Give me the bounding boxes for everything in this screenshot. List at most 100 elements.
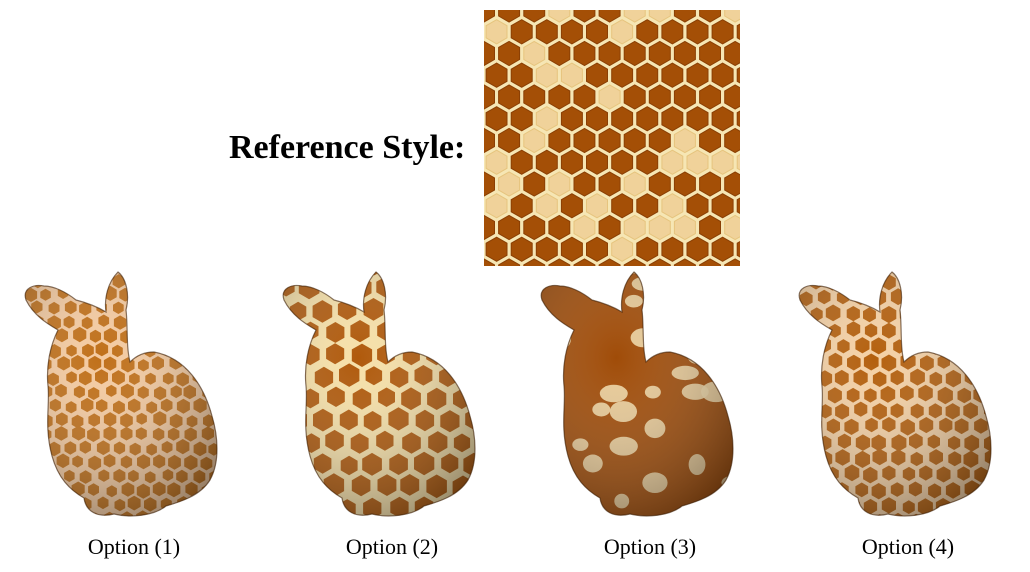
- dark-hex-cell: [485, 236, 508, 262]
- option-1-image[interactable]: [14, 266, 230, 528]
- light-hex-cell: [535, 62, 558, 88]
- light-hex-cell: [485, 19, 508, 45]
- light-hex-cell: [648, 214, 671, 241]
- option-3-image[interactable]: [530, 266, 746, 528]
- dark-hex-cell: [686, 193, 709, 219]
- light-hex-cell: [661, 149, 684, 175]
- dark-hex-cell: [636, 149, 659, 175]
- light-hex-cell: [711, 149, 734, 175]
- dark-hex-cell: [648, 171, 671, 197]
- dark-hex-cell: [586, 106, 608, 132]
- dark-hex-cell: [498, 258, 521, 266]
- bunny-option-1-icon: [24, 271, 218, 517]
- dark-hex-cell: [485, 106, 508, 132]
- dark-hex-cell: [711, 193, 734, 219]
- dark-hex-cell: [485, 62, 508, 88]
- light-hex-cell: [724, 10, 740, 23]
- dark-hex-cell: [598, 127, 621, 154]
- option-4-image[interactable]: [788, 266, 1004, 528]
- dark-hex-cell: [623, 127, 646, 154]
- dark-hex-cell: [573, 10, 596, 23]
- dark-hex-cell: [673, 171, 696, 197]
- dark-hex-cell: [724, 84, 740, 110]
- dark-hex-cell: [673, 258, 696, 266]
- light-hex-cell: [648, 10, 671, 23]
- dark-hex-cell: [699, 40, 721, 67]
- dark-hex-cell: [560, 19, 583, 45]
- dark-hex-cell: [661, 106, 684, 132]
- dark-hex-cell: [711, 19, 734, 45]
- dark-hex-cell: [548, 258, 571, 266]
- option-3-label: Option (3): [603, 534, 697, 559]
- dark-hex-cell: [736, 66, 740, 84]
- dark-hex-cell: [724, 258, 740, 266]
- dark-hex-cell: [560, 149, 583, 175]
- bunny-option-3-icon: [540, 271, 734, 517]
- dark-hex-cell: [484, 40, 495, 67]
- dark-hex-cell: [535, 236, 558, 262]
- dark-hex-cell: [598, 40, 621, 67]
- dark-hex-cell: [648, 258, 671, 266]
- dark-hex-cell: [573, 171, 596, 197]
- dark-hex-cell: [736, 110, 740, 127]
- light-hex-cell: [498, 171, 521, 197]
- dark-hex-cell: [686, 19, 709, 45]
- dark-hex-cell: [598, 171, 621, 197]
- dark-hex-cell: [586, 236, 608, 262]
- light-hex-cell: [598, 84, 621, 110]
- dark-hex-cell: [573, 40, 596, 67]
- dark-hex-cell: [535, 149, 558, 175]
- dark-hex-cell: [484, 127, 495, 154]
- dark-hex-cell: [686, 236, 709, 262]
- light-hex-cell: [673, 127, 696, 154]
- dark-hex-cell: [699, 171, 721, 197]
- dark-hex-cell: [484, 84, 495, 110]
- bunny-option-4-icon: [798, 271, 992, 517]
- dark-hex-cell: [498, 214, 521, 241]
- light-hex-cell: [485, 193, 508, 219]
- dark-hex-cell: [648, 127, 671, 154]
- light-hex-cell: [485, 149, 508, 175]
- dark-hex-cell: [598, 214, 621, 241]
- dark-hex-cell: [548, 40, 571, 67]
- dark-hex-cell: [673, 10, 696, 23]
- light-hex-cell: [573, 214, 596, 241]
- dark-hex-cell: [611, 193, 634, 219]
- dark-hex-cell: [560, 236, 583, 262]
- dark-hex-cell: [523, 258, 546, 266]
- dark-hex-cell: [736, 23, 740, 41]
- dark-hex-cell: [484, 10, 495, 23]
- dark-hex-cell: [510, 19, 533, 45]
- dark-hex-cell: [648, 84, 671, 110]
- dark-hex-cell: [573, 258, 596, 266]
- dark-hex-cell: [661, 62, 684, 88]
- option-2-image[interactable]: [272, 266, 488, 528]
- dark-hex-cell: [724, 171, 740, 197]
- light-hex-cell: [724, 214, 740, 241]
- dark-hex-cell: [498, 40, 521, 67]
- light-hex-cell: [661, 193, 684, 219]
- dark-hex-cell: [510, 106, 533, 132]
- dark-hex-cell: [523, 10, 546, 23]
- dark-hex-cell: [636, 106, 659, 132]
- dark-hex-cell: [523, 84, 546, 110]
- honeycomb-texture-icon: [484, 10, 740, 266]
- dark-hex-cell: [548, 84, 571, 110]
- light-hex-cell: [673, 214, 696, 241]
- dark-hex-cell: [498, 127, 521, 154]
- light-hex-cell: [560, 62, 583, 88]
- reference-style-image: [484, 10, 740, 266]
- dark-hex-cell: [636, 236, 659, 262]
- dark-hex-cell: [661, 19, 684, 45]
- dark-hex-cell: [648, 40, 671, 67]
- dark-hex-cell: [699, 214, 721, 241]
- dark-hex-cell: [611, 149, 634, 175]
- bunny-option-2-icon: [282, 271, 476, 517]
- dark-hex-cell: [560, 106, 583, 132]
- dark-hex-cell: [586, 149, 608, 175]
- dark-hex-cell: [661, 236, 684, 262]
- dark-hex-cell: [510, 62, 533, 88]
- dark-hex-cell: [573, 84, 596, 110]
- dark-hex-cell: [673, 40, 696, 67]
- light-hex-cell: [623, 171, 646, 197]
